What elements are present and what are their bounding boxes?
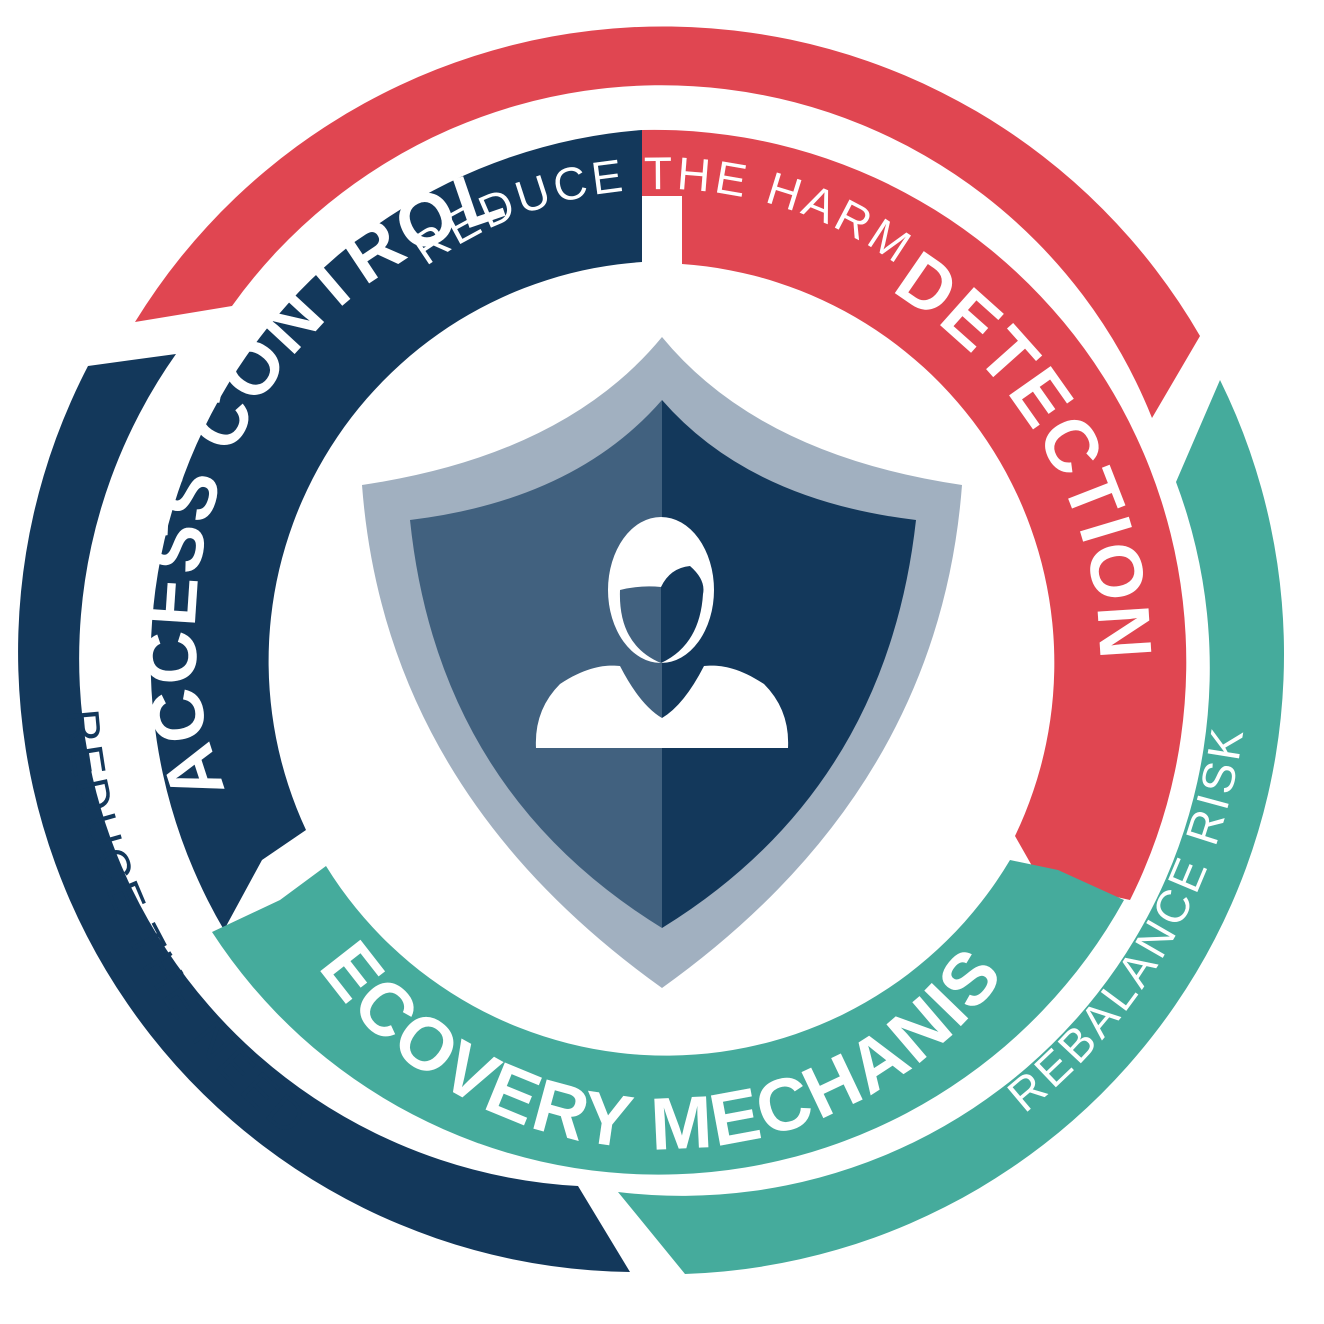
shield-left-half [410,400,662,928]
shield-right-half [662,400,916,928]
inner-segment-recovery-mechanism [212,860,1124,1175]
outer-segment-reduce-harm [135,26,1200,418]
outer-segment-rebalance-risk [618,380,1285,1274]
inner-segment-access-control [150,130,642,930]
user-face-right [661,566,704,663]
user-icon [535,517,789,748]
user-face-left [619,586,661,663]
inner-segment-detection [642,129,1187,900]
user-body [535,665,789,748]
outer-segment-reduce-need [18,354,631,1272]
